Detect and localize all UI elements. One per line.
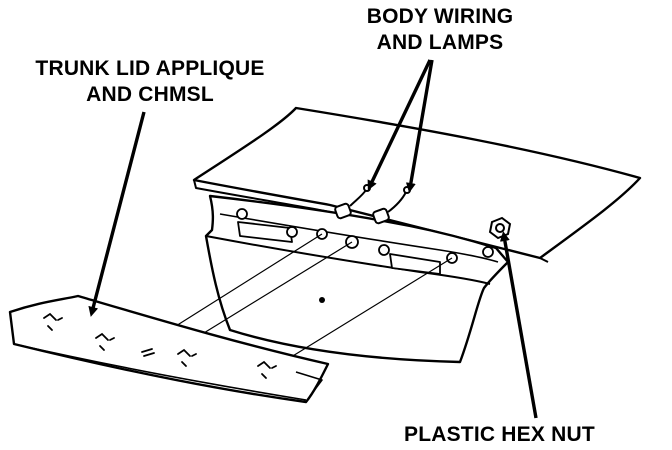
applique-markings <box>43 312 277 379</box>
alignment-lines <box>159 233 453 371</box>
trunk-lid-label-line2: AND CHMSL <box>86 83 214 106</box>
trunk-lid-applique <box>8 294 330 404</box>
body-wiring-and-lamps <box>334 184 411 225</box>
rear-body-panel <box>204 194 510 364</box>
body-wiring-label-line1: BODY WIRING <box>366 5 514 28</box>
plastic-hex-nut-label: PLASTIC HEX NUT <box>404 423 595 446</box>
plastic-hex-nut <box>488 216 512 240</box>
callout-arrows <box>88 59 538 419</box>
trunk-lid-applique-label: TRUNK LID APPLIQUE AND CHMSL <box>0 56 300 108</box>
trunk-lid-label-line1: TRUNK LID APPLIQUE <box>35 57 265 80</box>
body-wiring-label-line2: AND LAMPS <box>376 31 504 54</box>
body-wiring-and-lamps-label: BODY WIRING AND LAMPS <box>340 4 540 56</box>
